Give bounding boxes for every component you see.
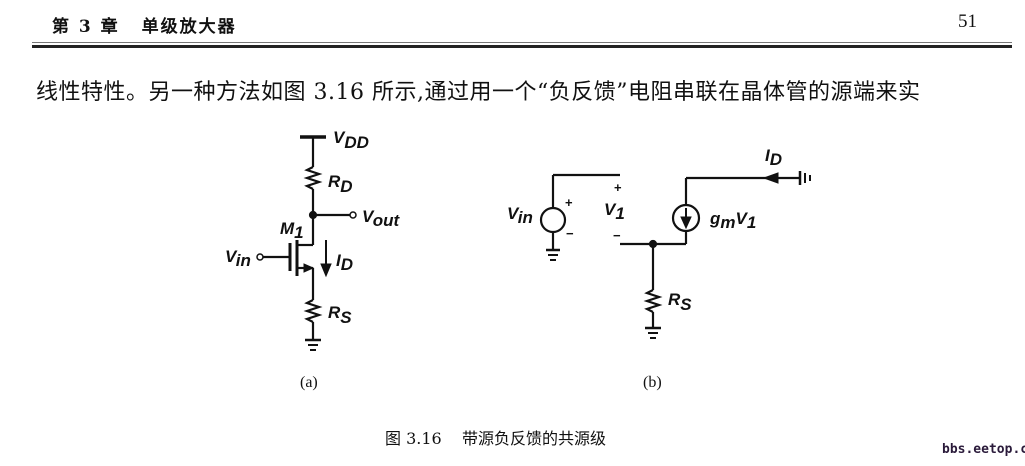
chapter-number: 第 3 章 <box>52 17 120 37</box>
figure-a-label: (a) <box>300 374 318 391</box>
vin-terminal <box>256 253 264 261</box>
v1-minus: − <box>613 228 621 243</box>
rd-label: RD <box>328 172 353 196</box>
header-rule-thin <box>32 42 1012 43</box>
circuit-a <box>256 135 357 351</box>
vin-label-b: Vin <box>507 204 533 227</box>
circuit-b <box>539 171 811 339</box>
id-label-a: ID <box>336 251 353 274</box>
figure-caption: 图 3.16 带源负反馈的共源级 <box>385 429 607 448</box>
page-number: 51 <box>958 11 977 32</box>
vin-minus: − <box>566 226 574 241</box>
v1-plus: + <box>614 180 622 195</box>
chapter-title: 单级放大器 <box>141 17 237 37</box>
watermark: bbs.eetop.cn <box>942 442 1025 457</box>
id-arrow-head <box>320 263 332 278</box>
source-arrow <box>303 263 315 273</box>
cs-arrow-head <box>680 216 692 230</box>
header-rule <box>32 45 1012 48</box>
vin-source <box>539 206 567 234</box>
figure-b-label: (b) <box>643 374 662 391</box>
id-label-b: ID <box>765 146 782 169</box>
vout-label: Vout <box>362 207 400 230</box>
m1-label: M1 <box>280 219 304 242</box>
vdd-label: VDD <box>333 128 369 152</box>
rd-resistor <box>303 166 323 190</box>
vin-label-a: Vin <box>225 247 251 270</box>
vout-terminal <box>349 211 357 219</box>
vin-plus: + <box>565 195 573 210</box>
gm-v1-label: gmV1 <box>709 209 756 232</box>
id-arrow-b <box>762 172 779 184</box>
rs-resistor-b <box>643 289 663 313</box>
running-header: 第 3 章 单级放大器 <box>52 12 237 37</box>
rs-resistor <box>303 299 323 323</box>
body-paragraph: 线性特性。另一种方法如图 3.16 所示,通过用一个“负反馈”电阻串联在晶体管的… <box>36 80 921 105</box>
v1-label: V1 <box>604 200 625 223</box>
rs-label-b: RS <box>668 290 692 314</box>
rs-label-a: RS <box>328 303 352 327</box>
